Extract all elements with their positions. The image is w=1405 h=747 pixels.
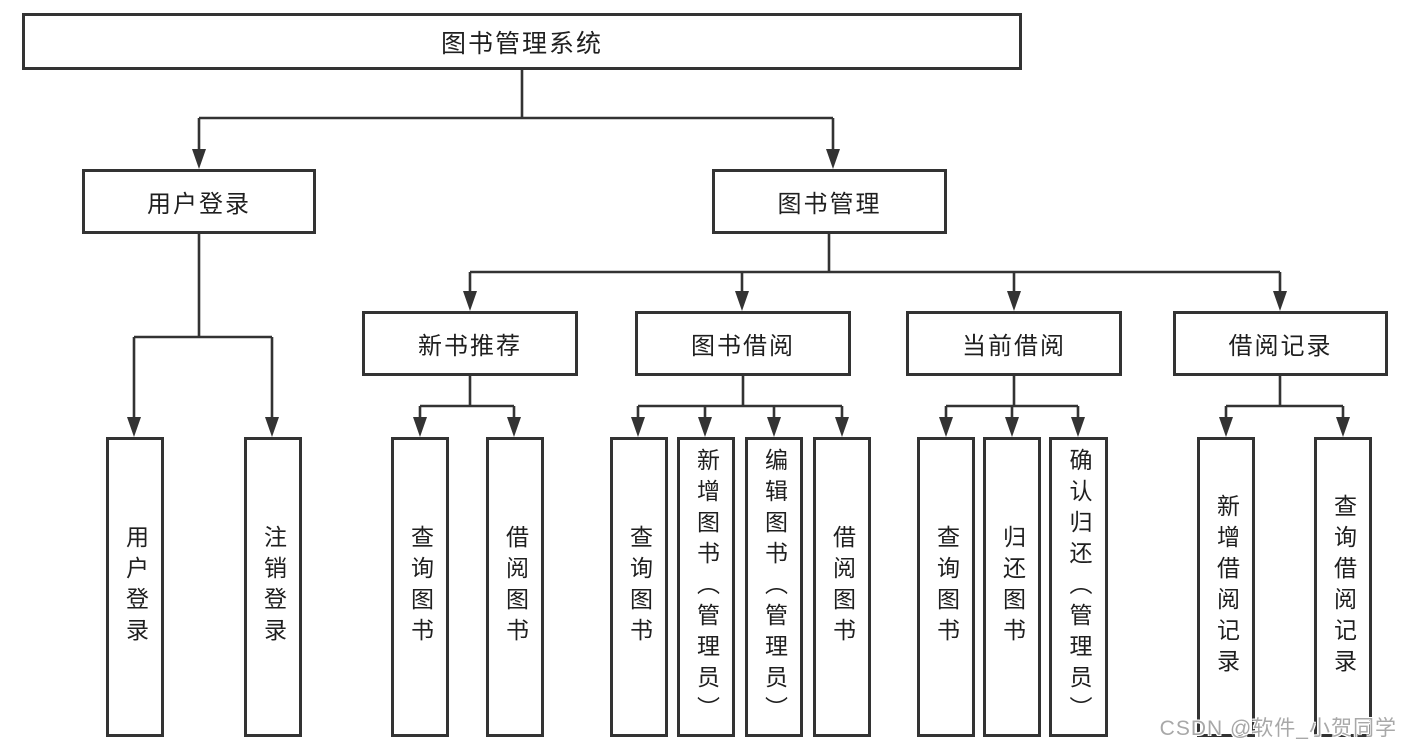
node-book-borrow: 图书借阅 [635, 311, 851, 376]
arrowheads [127, 149, 1350, 437]
leaf-label: 借阅图书 [829, 525, 856, 649]
leaf-user-login: 用户登录 [106, 437, 164, 737]
leaf-label: 查询图书 [407, 525, 434, 649]
leaf-label: 归还图书 [999, 525, 1026, 649]
leaf-label: 确认归还（管理员） [1066, 447, 1092, 727]
node-label: 用户登录 [147, 191, 251, 218]
leaf-br-query-record: 查询借阅记录 [1314, 437, 1372, 737]
leaf-label: 查询借阅记录 [1330, 494, 1357, 680]
node-label: 图书借阅 [691, 333, 795, 360]
leaf-cb-query-books: 查询图书 [917, 437, 975, 737]
node-label: 借阅记录 [1228, 333, 1333, 360]
leaf-nb-borrow-books: 借阅图书 [486, 437, 544, 737]
leaf-bb-borrow-books: 借阅图书 [813, 437, 871, 737]
csdn-watermark: CSDN @软件_小贺同学 [1159, 717, 1397, 740]
leaf-bb-add-books-admin: 新增图书（管理员） [677, 437, 735, 737]
node-label: 图书管理 [777, 191, 882, 218]
leaf-logout: 注销登录 [244, 437, 302, 737]
leaf-nb-query-books: 查询图书 [391, 437, 449, 737]
node-label: 图书管理系统 [440, 29, 603, 58]
leaf-bb-edit-books-admin: 编辑图书（管理员） [745, 437, 803, 737]
leaf-label: 编辑图书（管理员） [761, 447, 788, 727]
node-user-login: 用户登录 [82, 169, 316, 234]
leaf-label: 新增图书（管理员） [693, 447, 720, 727]
leaf-cb-confirm-return-admin: 确认归还（管理员） [1049, 437, 1108, 737]
leaf-label: 借阅图书 [502, 525, 529, 649]
node-current-borrow: 当前借阅 [906, 311, 1122, 376]
node-book-management: 图书管理 [712, 169, 947, 234]
leaf-label: 查询图书 [933, 525, 960, 649]
leaf-label: 新增借阅记录 [1213, 494, 1240, 680]
node-library-management-system: 图书管理系统 [22, 13, 1022, 70]
leaf-br-add-record: 新增借阅记录 [1197, 437, 1255, 737]
node-borrow-records: 借阅记录 [1173, 311, 1388, 376]
node-label: 当前借阅 [962, 333, 1066, 360]
leaf-bb-query-books: 查询图书 [610, 437, 668, 737]
leaf-label: 用户登录 [122, 525, 149, 649]
leaf-label: 注销登录 [260, 525, 287, 649]
leaf-cb-return-books: 归还图书 [983, 437, 1041, 737]
node-new-book-recommend: 新书推荐 [362, 311, 578, 376]
node-label: 新书推荐 [418, 333, 522, 360]
leaf-label: 查询图书 [626, 525, 653, 649]
